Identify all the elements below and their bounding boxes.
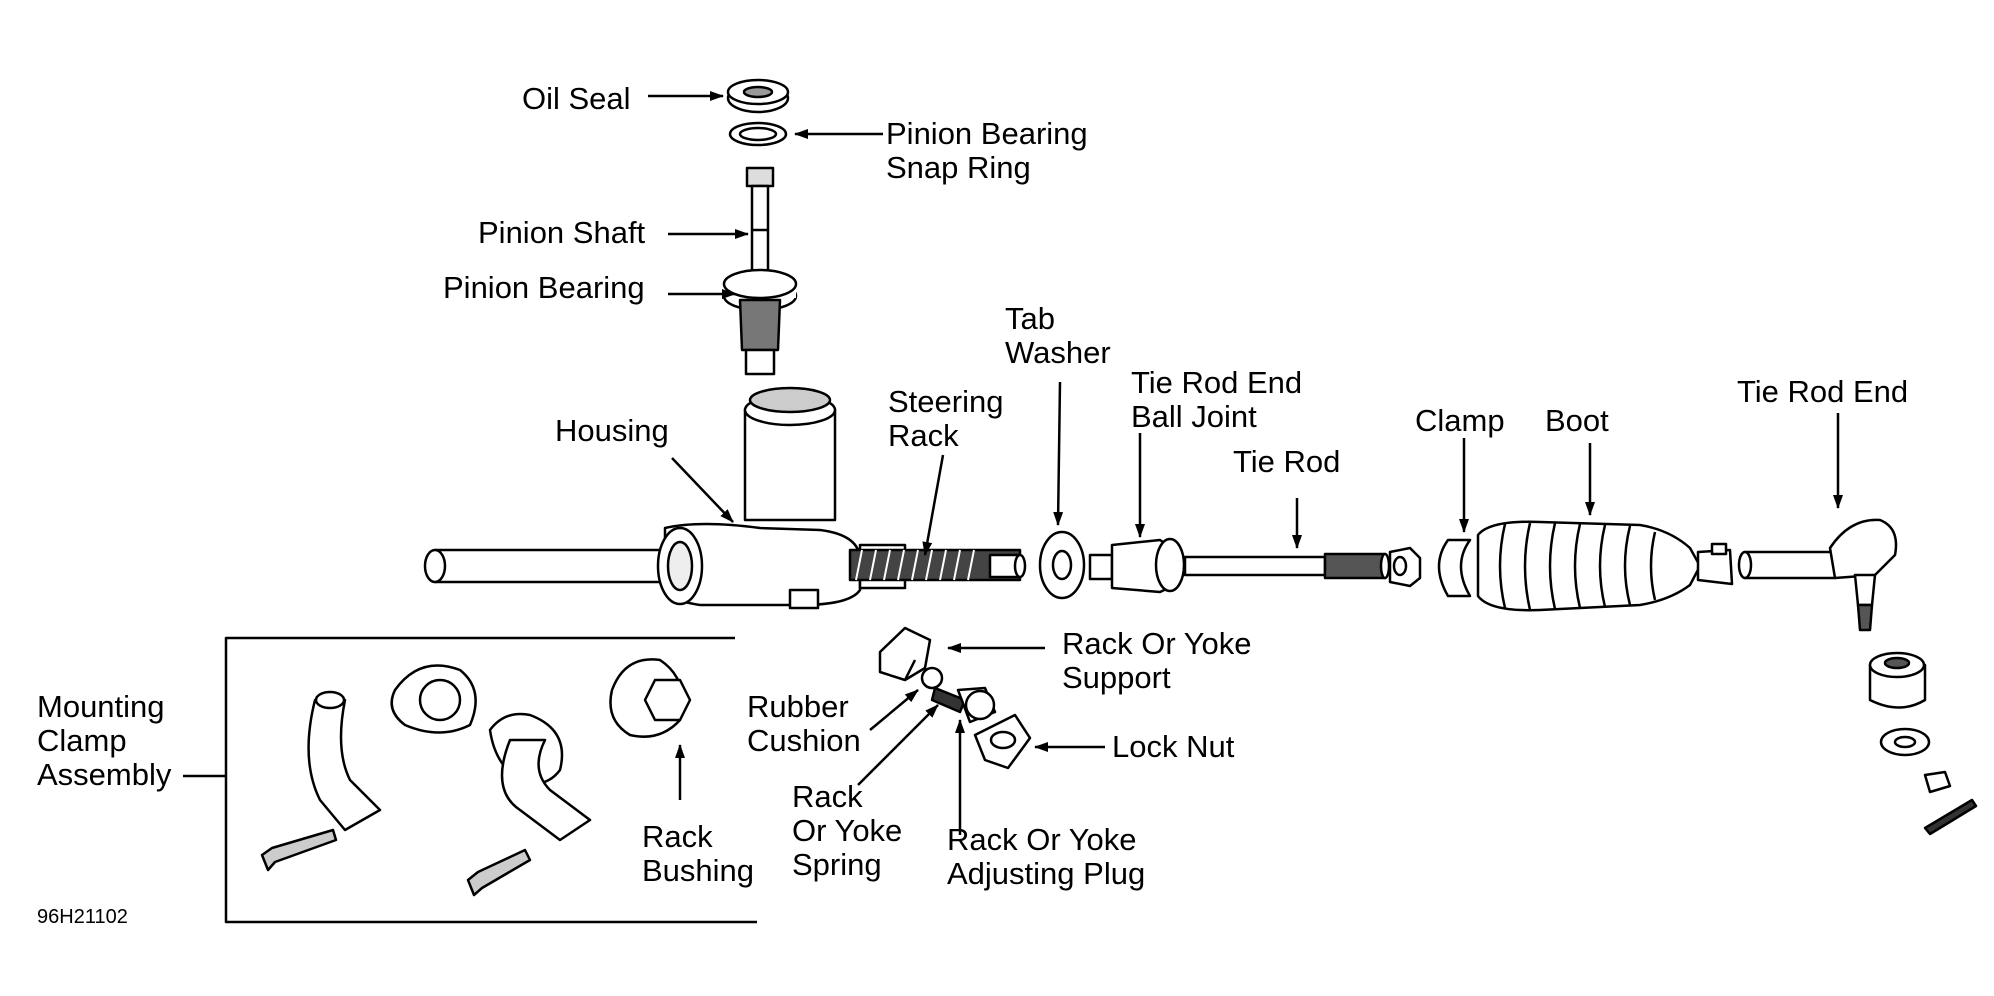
label-steering-rack-line2: Rack [888, 418, 959, 453]
tie-rod-end-hardware [1868, 651, 1978, 836]
label-tie-rod-end: Tie Rod End [1737, 374, 1909, 409]
label-rack-bushing-line2: Bushing [642, 853, 755, 888]
label-oil-seal: Oil Seal [522, 81, 631, 116]
tab-washer-part [1038, 530, 1086, 600]
label-yoke-support-line2: Support [1062, 660, 1171, 695]
tie-rod-nut-part [1388, 546, 1422, 588]
steering-rack-part [848, 548, 1027, 582]
yoke-spring-part [920, 666, 967, 714]
label-rack-bushing-line1: Rack [642, 819, 713, 854]
label-tab-washer-line2: Washer [1005, 335, 1111, 370]
tie-rod-end-part [1737, 518, 1898, 632]
label-rubber-cushion-line2: Cushion [747, 723, 861, 758]
label-lock-nut: Lock Nut [1112, 729, 1235, 764]
label-pinion-bearing: Pinion Bearing [443, 270, 645, 305]
boot-part [1476, 520, 1734, 612]
tie-rod-part [1183, 552, 1391, 580]
label-yoke-spring-line3: Spring [792, 847, 882, 882]
label-tie-rod: Tie Rod [1233, 444, 1341, 479]
label-clamp: Clamp [1415, 403, 1505, 438]
snap-ring-part [728, 121, 788, 147]
pinion-shaft-part [745, 166, 775, 288]
label-boot: Boot [1545, 403, 1609, 438]
oil-seal-part [726, 78, 790, 114]
label-steering-rack-line1: Steering [888, 384, 1004, 419]
pinion-bearing-part [722, 268, 798, 376]
label-mounting-clamp-line1: Mounting [37, 689, 165, 724]
label-tab-washer-line1: Tab [1005, 301, 1055, 336]
label-adjusting-plug-line2: Adjusting Plug [947, 856, 1146, 891]
label-snap-ring-line1: Pinion Bearing [886, 116, 1088, 151]
clamp-part [1437, 538, 1472, 598]
label-ball-joint-line2: Ball Joint [1131, 399, 1257, 434]
label-housing: Housing [555, 413, 669, 448]
label-yoke-support-line1: Rack Or Yoke [1062, 626, 1252, 661]
yoke-support-part [878, 626, 932, 682]
label-mounting-clamp-line2: Clamp [37, 723, 127, 758]
label-mounting-clamp-line3: Assembly [37, 757, 172, 792]
figure-code: 96H21102 [37, 906, 128, 928]
label-ball-joint-line1: Tie Rod End [1131, 365, 1303, 400]
ball-joint-part [1088, 537, 1186, 594]
adjusting-plug-part [956, 686, 997, 724]
label-yoke-spring-line1: Rack [792, 779, 863, 814]
lock-nut-part [973, 713, 1032, 770]
label-yoke-spring-line2: Or Yoke [792, 813, 903, 848]
housing-part [423, 386, 907, 610]
label-pinion-shaft: Pinion Shaft [478, 215, 646, 250]
label-rubber-cushion-line1: Rubber [747, 689, 849, 724]
leader-arrows [648, 91, 1843, 835]
mounting-clamp-box [183, 636, 757, 924]
label-adjusting-plug-line1: Rack Or Yoke [947, 822, 1137, 857]
label-snap-ring-line2: Snap Ring [886, 150, 1031, 185]
mounting-clamp-parts [260, 658, 692, 897]
